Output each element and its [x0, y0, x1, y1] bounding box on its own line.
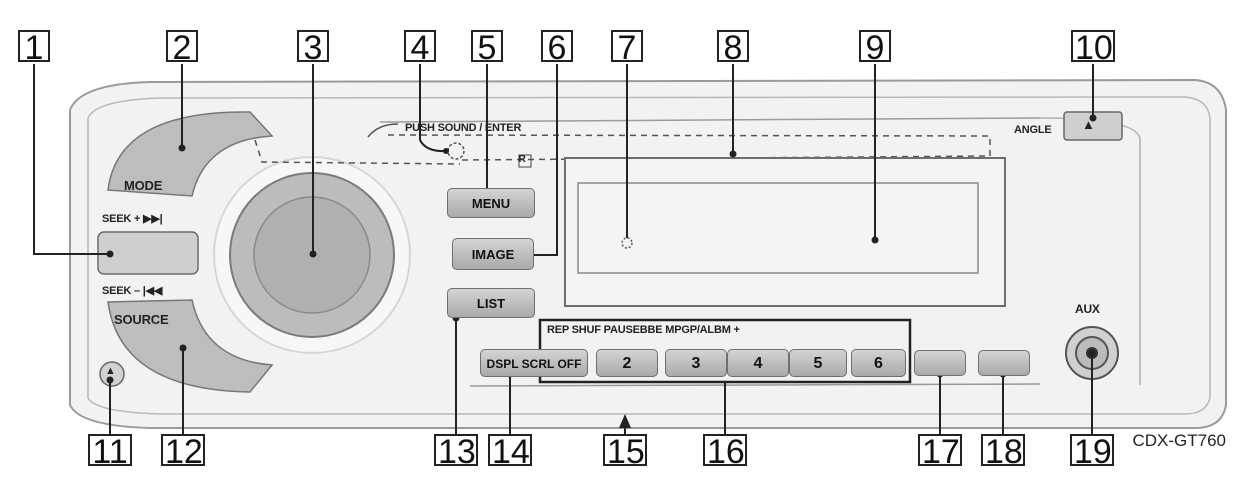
release-button: [99, 361, 125, 387]
push-sound-arc: [367, 123, 399, 138]
leader-1: [33, 64, 110, 255]
button-17[interactable]: [914, 350, 966, 376]
image-button-label: IMAGE: [471, 247, 515, 262]
preset-4-label: 4: [753, 355, 763, 372]
preset-2-label: 2: [622, 355, 632, 372]
callout-19: 19: [1070, 434, 1114, 469]
callout-16: 16: [703, 434, 747, 469]
list-button-label: LIST: [476, 296, 506, 311]
release-icon[interactable]: ▲: [105, 365, 116, 377]
panel-top-line: [379, 117, 1041, 123]
menu-button[interactable]: MENU: [447, 188, 535, 218]
leader-4: [419, 64, 447, 153]
list-button[interactable]: LIST: [447, 288, 535, 318]
aux-label: AUX: [1075, 302, 1100, 316]
callout-3: 3: [297, 30, 329, 65]
preset-6-label: 6: [874, 355, 883, 372]
model-caption: CDX-GT760: [1132, 431, 1226, 450]
menu-button-label: MENU: [471, 196, 511, 211]
source-arc: [107, 299, 274, 393]
callout-17: 17: [918, 434, 962, 469]
callout-12: 12: [161, 434, 205, 469]
dspl-scrl-off-button[interactable]: DSPL SCRL OFF: [480, 349, 588, 377]
mode-arc: [107, 111, 274, 197]
callout-15: 15: [603, 434, 647, 469]
callout-7: 7: [611, 30, 643, 65]
preset-5-label: 5: [813, 355, 823, 372]
leader-dot-12: [179, 344, 187, 352]
leader-dot-19: [1088, 349, 1096, 357]
display-inner: [577, 182, 979, 274]
leader-dot-10: [1089, 114, 1097, 122]
remote-sensor-box: [518, 154, 532, 168]
callout-4: 4: [404, 30, 436, 65]
callout-8: 8: [717, 30, 749, 65]
remote-sensor-mark: R: [518, 154, 526, 165]
callout-10: 10: [1071, 30, 1115, 65]
callout-11: 11: [88, 434, 132, 469]
leader-dot-4: [443, 148, 449, 154]
callout-13: 13: [434, 434, 478, 469]
seek-minus-label: SEEK – |◀◀: [102, 285, 163, 297]
eject-icon[interactable]: ▲: [1082, 117, 1095, 132]
image-button[interactable]: IMAGE: [452, 238, 534, 270]
preset-button-3[interactable]: 3: [665, 349, 727, 377]
dashed-top-line: [387, 134, 991, 161]
leader-dot-9: [871, 236, 879, 244]
callout-9: 9: [859, 30, 891, 65]
leader-dot-3: [309, 250, 317, 258]
leader-dot-11: [106, 376, 114, 384]
preset-button-5[interactable]: 5: [789, 349, 847, 377]
seek-plus-label: SEEK + ▶▶|: [102, 213, 163, 225]
preset-3-label: 3: [691, 355, 701, 372]
source-label: SOURCE: [114, 312, 169, 327]
callout-5: 5: [471, 30, 503, 65]
preset-button-4[interactable]: 4: [727, 349, 789, 377]
display-sensor: [621, 237, 633, 249]
callout-6: 6: [541, 30, 573, 65]
leader-dot-8: [729, 150, 737, 158]
dspl-button-label: DSPL SCRL OFF: [486, 357, 582, 371]
button-18[interactable]: [978, 350, 1030, 376]
callout-2: 2: [166, 30, 198, 65]
angle-label: ANGLE: [1014, 124, 1052, 136]
arrow-15: [619, 414, 631, 428]
push-sound-enter-label: PUSH SOUND / ENTER: [405, 122, 522, 134]
mode-label: MODE: [124, 178, 163, 193]
display-window: [564, 157, 1006, 307]
preset-button-2[interactable]: 2: [596, 349, 658, 377]
leader-dot-2: [178, 144, 186, 152]
leader-dot-1: [106, 250, 114, 258]
inner-panel-outline: [87, 96, 1211, 415]
button-base-line: [469, 383, 1041, 387]
callout-14: 14: [488, 434, 532, 469]
preset-button-6[interactable]: 6: [851, 349, 906, 377]
callout-18: 18: [981, 434, 1025, 469]
function-row-label: REP SHUF PAUSEBBE MPGP/ALBM +: [547, 324, 740, 336]
sound-enter-indicator: [447, 142, 465, 160]
callout-1: 1: [18, 30, 50, 65]
dashed-front-edge: [254, 139, 461, 165]
